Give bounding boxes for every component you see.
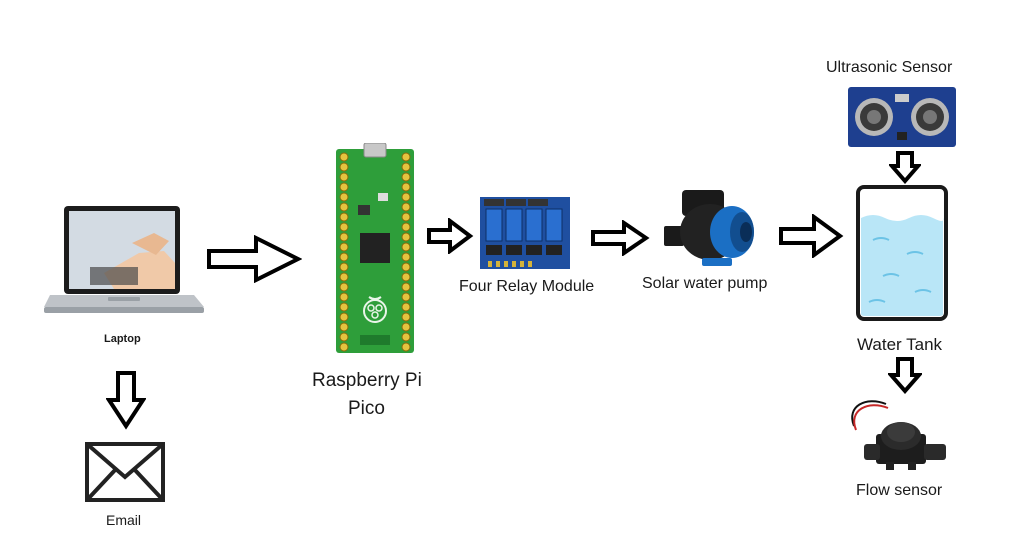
pico-node — [334, 143, 416, 355]
arrow-tank-to-flow — [888, 357, 922, 394]
ultrasonic-sensor-icon — [848, 87, 956, 147]
envelope-icon — [85, 442, 165, 502]
arrow-relay-to-pump — [591, 220, 650, 256]
raspberry-pi-pico-icon — [336, 143, 414, 353]
email-label: Email — [106, 512, 142, 528]
pico-label-line1: Raspberry Pi — [312, 370, 422, 391]
water-pump-icon — [664, 190, 754, 266]
flow-sensor-icon — [851, 400, 946, 470]
laptop-node — [44, 203, 208, 319]
tank-label: Water Tank — [857, 335, 943, 354]
water-tank-icon — [856, 185, 948, 321]
pump-label: Solar water pump — [642, 275, 768, 292]
laptop-icon — [44, 206, 204, 313]
ultrasonic-node — [847, 86, 957, 148]
laptop-label: Laptop — [104, 333, 141, 345]
arrow-pump-to-tank — [779, 214, 844, 258]
pump-node — [662, 188, 758, 268]
arrow-ultrasonic-to-tank — [889, 151, 921, 184]
pico-label-line2: Pico — [348, 398, 385, 419]
relay-node — [478, 195, 572, 271]
relay-label: Four Relay Module — [459, 278, 595, 295]
flow-label: Flow sensor — [856, 482, 943, 499]
arrow-pico-to-relay — [427, 218, 474, 254]
flow-node — [846, 396, 956, 478]
relay-module-icon — [480, 197, 570, 269]
tank-node — [855, 184, 949, 322]
arrow-laptop-to-email — [106, 371, 146, 430]
arrow-laptop-to-pico — [207, 235, 302, 283]
ultrasonic-label: Ultrasonic Sensor — [826, 59, 953, 76]
